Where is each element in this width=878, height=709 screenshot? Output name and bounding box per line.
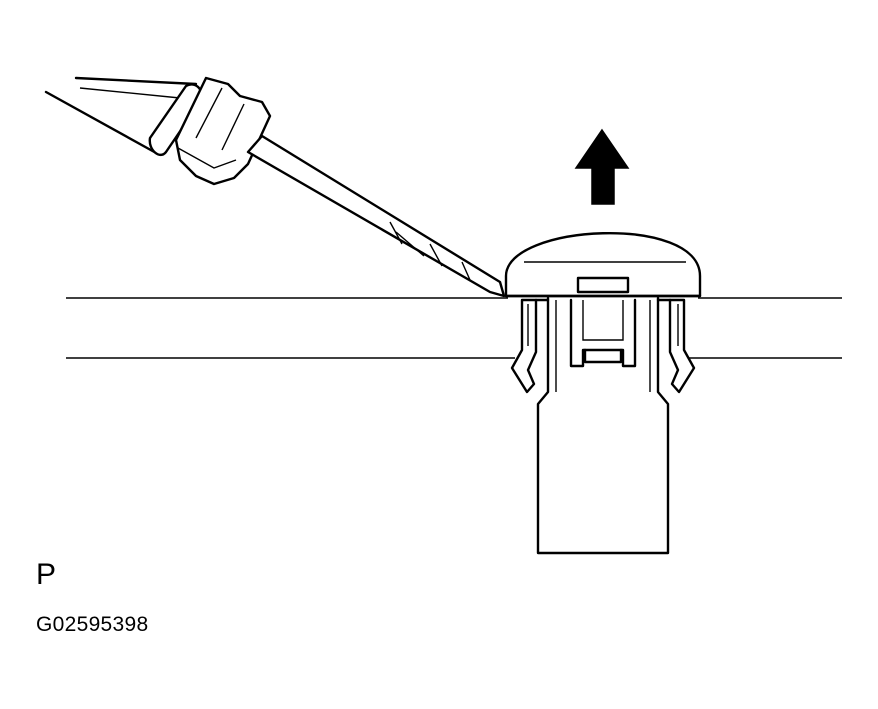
panel: [66, 297, 842, 359]
up-arrow-icon: [574, 128, 630, 205]
screwdriver-handle-top: [74, 76, 198, 86]
view-label: P: [36, 558, 57, 591]
clip-center-slot: [569, 298, 637, 368]
clip-head: [504, 232, 702, 298]
figure-code: G02595398: [36, 613, 149, 636]
clip-body: [536, 296, 670, 555]
screwdriver: [44, 76, 506, 298]
screwdriver-handle-bottom: [44, 90, 160, 156]
clip-legs: [510, 298, 696, 394]
